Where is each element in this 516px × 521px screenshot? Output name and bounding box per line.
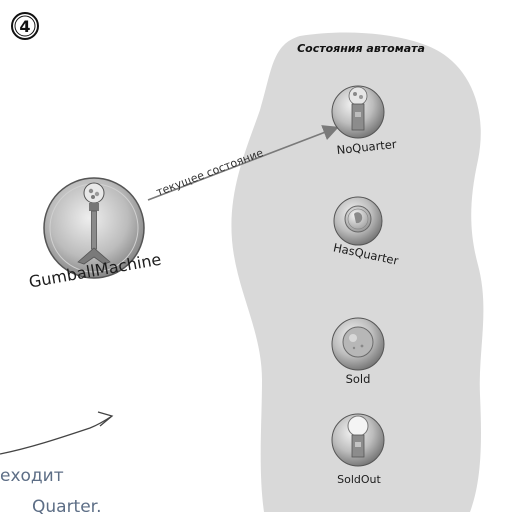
state-label-sold: Sold [346,372,371,386]
region-title: Состояния автомата [297,42,425,55]
current-state-arrow [147,125,339,201]
empty-machine-icon [347,415,369,458]
note-line-1: еходит [0,466,64,486]
state-no-quarter [331,85,385,139]
gumball-machine-icon [77,182,111,265]
state-label-sold-out: SoldOut [337,473,381,486]
gumball-machine-node [43,177,145,279]
note-arrow [0,415,113,455]
note-line-2: Quarter. [32,497,102,517]
gumball-icon [342,326,374,358]
states-region [231,32,484,513]
state-sold [331,317,385,371]
quarter-coin-icon [344,205,372,233]
state-has-quarter [333,196,383,246]
gumball-machine-small-icon [348,86,368,131]
step-number: 4 [19,17,30,36]
step-badge: 4 [11,12,39,40]
state-label-no-quarter: NoQuarter [336,137,397,157]
state-sold-out [331,413,385,467]
